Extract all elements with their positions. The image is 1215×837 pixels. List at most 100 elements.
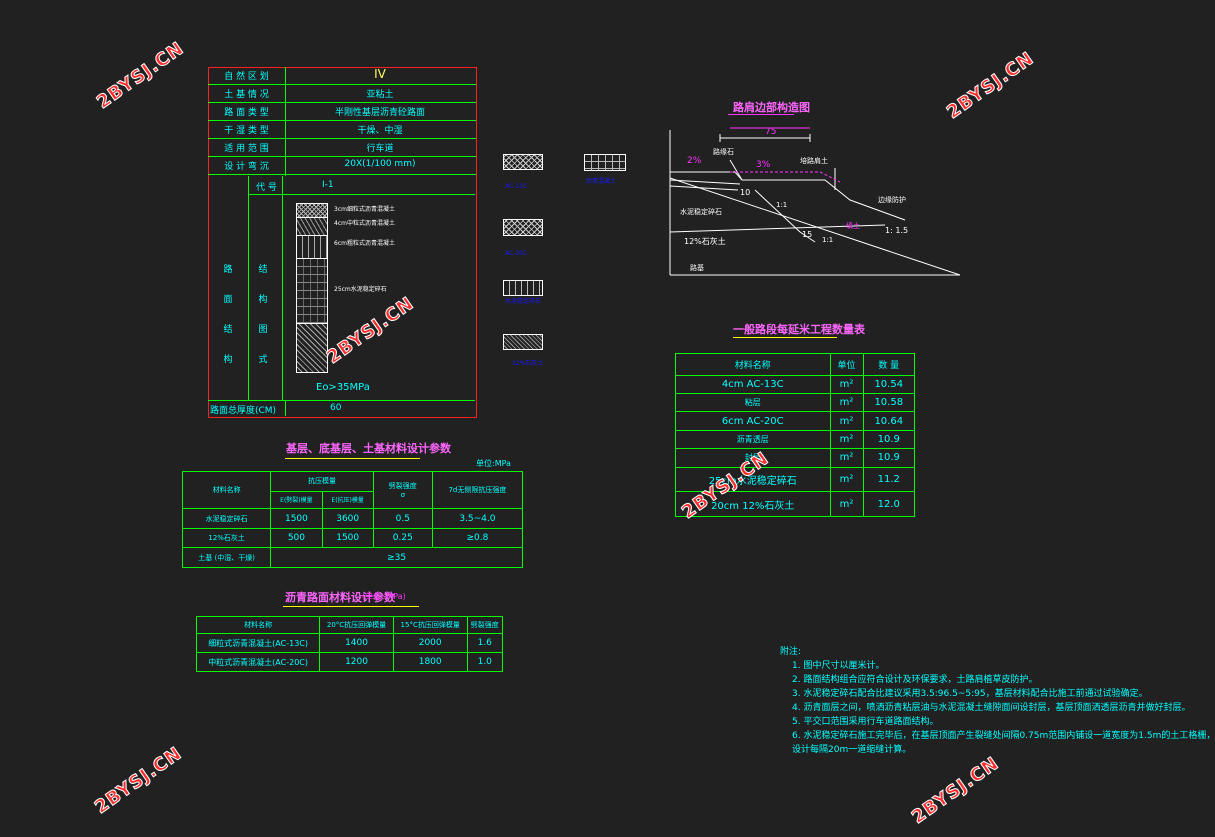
base-cell: 1500 bbox=[270, 508, 323, 529]
inner-col-line bbox=[282, 176, 283, 400]
asphalt-header: 劈裂强度 bbox=[466, 615, 504, 635]
quantity-header: 材料名称 bbox=[675, 353, 831, 376]
structure-row-label: 设 计 弯 沉 bbox=[224, 162, 269, 172]
structure-row: 干 湿 类 型干燥、中湿 bbox=[208, 121, 476, 139]
asphalt-params-title-underline bbox=[283, 606, 419, 607]
lbl-lime: 12%石灰土 bbox=[684, 237, 726, 246]
asphalt-cell: 2000 bbox=[392, 633, 468, 654]
legend-swatch-3 bbox=[503, 280, 543, 296]
side-col-line bbox=[248, 176, 249, 400]
notes-title: 附注: bbox=[780, 647, 802, 657]
layer-lime bbox=[296, 323, 328, 373]
section-title-underline bbox=[728, 114, 794, 115]
base-cell: 3.5~4.0 bbox=[431, 508, 524, 529]
quantity-cell: 4cm AC-13C bbox=[675, 374, 831, 394]
slope-1-15: 1: 1.5 bbox=[885, 226, 909, 235]
total-row-line bbox=[208, 400, 475, 401]
quantity-cell: m² bbox=[829, 466, 864, 493]
asphalt-header: 20°C抗压回弹模量 bbox=[319, 615, 394, 635]
lbl-edge: 边缘防护 bbox=[878, 196, 906, 204]
structure-row: 路 面 类 型半刚性基层沥青砼路面 bbox=[208, 103, 476, 121]
dim-10: 10 bbox=[740, 188, 751, 197]
layer-label: 4cm中粒式沥青混凝土 bbox=[334, 220, 395, 227]
asphalt-cell: 1.6 bbox=[466, 633, 504, 654]
structure-row-label: 土 基 情 况 bbox=[224, 90, 269, 100]
quantity-cell: 粘层 bbox=[675, 392, 831, 413]
base-params-title: 基层、底基层、土基材料设计参数 bbox=[286, 442, 451, 455]
quantity-cell: m² bbox=[829, 411, 864, 431]
structure-row-value: IV bbox=[374, 67, 386, 81]
side-label: 路 面 结 构 bbox=[223, 265, 233, 365]
legend-label-5: 沥青混凝土 bbox=[586, 178, 617, 185]
structure-row-label: 适 用 范 围 bbox=[224, 144, 269, 154]
legend-swatch-2 bbox=[503, 219, 543, 236]
base-cell: ≥35 bbox=[270, 547, 523, 568]
watermark-6: 2BYSJ.CN bbox=[908, 752, 1004, 829]
structure-divider bbox=[285, 67, 286, 176]
asphalt-header: 材料名称 bbox=[195, 615, 321, 635]
lbl-base: 水泥稳定碎石 bbox=[680, 208, 722, 216]
quantity-title: 一般路段每延米工程数量表 bbox=[733, 323, 865, 336]
base-header: E(劈裂)模量 bbox=[270, 490, 323, 510]
structure-row: 适 用 范 围行车道 bbox=[208, 139, 476, 157]
quantity-cell: 10.9 bbox=[862, 448, 916, 468]
asphalt-cell: 1.0 bbox=[466, 652, 504, 672]
legend-swatch-5 bbox=[584, 154, 626, 171]
table-row: 土基 (中湿、干燥)≥35 bbox=[181, 547, 523, 568]
quantity-cell: m² bbox=[829, 374, 864, 394]
total-value: 60 bbox=[330, 403, 342, 413]
legend-label-1: AC-13C bbox=[505, 183, 528, 190]
legend-label-2: AC-20C bbox=[505, 250, 528, 257]
layer-ac13c bbox=[296, 203, 328, 218]
quantity-header: 单位 bbox=[829, 353, 864, 376]
legend-swatch-4 bbox=[503, 334, 543, 350]
code-row-line bbox=[248, 194, 475, 195]
quantity-cell: 10.58 bbox=[862, 392, 916, 413]
layer-label: 3cm细粒式沥青混凝土 bbox=[334, 206, 395, 213]
base-cell: 土基 (中湿、干燥) bbox=[181, 547, 272, 568]
asphalt-header: 15°C抗压回弹模量 bbox=[392, 615, 468, 635]
note-item: 5. 平交口范围采用行车道路面结构。 bbox=[792, 717, 939, 727]
dim-75: 75 bbox=[765, 127, 777, 137]
quantity-cell: m² bbox=[829, 448, 864, 468]
note-item: 4. 沥青面层之间，喷洒沥青粘层油与水泥混凝土缝隙面间设封层，基层顶面洒透层沥青… bbox=[792, 703, 1191, 713]
inner-label: 结 构 图 式 bbox=[258, 265, 268, 365]
layer-label: 25cm水泥稳定碎石 bbox=[334, 286, 387, 293]
layer-cement bbox=[296, 258, 328, 324]
base-header-sigma: σ bbox=[400, 491, 406, 500]
pct-3: 3% bbox=[756, 160, 771, 170]
asphalt-cell: 1400 bbox=[319, 633, 394, 654]
base-header: 抗压模量 bbox=[270, 471, 374, 492]
total-col-line bbox=[285, 400, 286, 416]
legend-swatch-1 bbox=[503, 154, 543, 170]
quantity-cell: 11.2 bbox=[862, 466, 916, 493]
quantity-cell: 6cm AC-20C bbox=[675, 411, 831, 431]
layer-label: 6cm粗粒式沥青混凝土 bbox=[334, 240, 395, 247]
watermark-2: 2BYSJ.CN bbox=[943, 47, 1039, 124]
structure-row-label: 干 湿 类 型 bbox=[224, 126, 269, 136]
asphalt-cell: 1800 bbox=[392, 652, 468, 672]
structure-row-value: 20X(1/100 mm) bbox=[344, 159, 416, 169]
section-title: 路肩边部构造图 bbox=[733, 101, 810, 114]
quantity-cell: m² bbox=[829, 491, 864, 517]
quantity-header: 数 量 bbox=[862, 353, 916, 376]
quantity-cell: m² bbox=[829, 429, 864, 450]
quantity-cell: 沥青透层 bbox=[675, 429, 831, 450]
base-header: 材料名称 bbox=[181, 470, 272, 510]
asphalt-params-unit: (单位: MPa) bbox=[362, 592, 406, 601]
base-cell: 12%石灰土 bbox=[181, 527, 272, 549]
base-cell: 3600 bbox=[321, 508, 374, 529]
lbl-curb: 路缘石 bbox=[713, 148, 734, 156]
quantity-cell: 20cm 12%石灰土 bbox=[675, 491, 831, 517]
lbl-shoulder: 培路肩土 bbox=[800, 157, 828, 165]
structure-row-value: 亚粘土 bbox=[366, 90, 394, 100]
note-item: 6. 水泥稳定碎石施工完毕后，在基层顶面产生裂缝处间隔0.75m范围内铺设一道宽… bbox=[792, 731, 1215, 741]
